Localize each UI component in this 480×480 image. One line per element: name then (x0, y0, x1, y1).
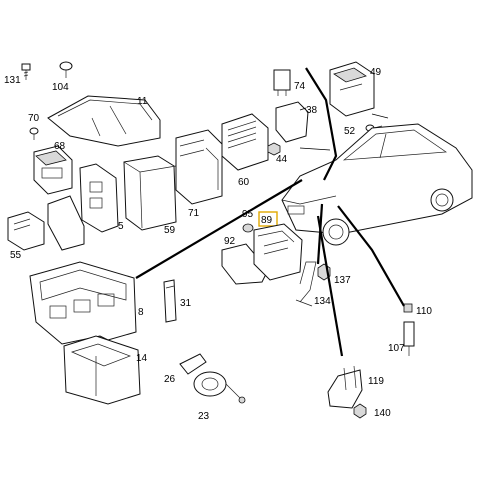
part-140-nut (353, 403, 367, 419)
label-38: 38 (306, 105, 318, 116)
part-107-sensor (403, 321, 415, 356)
part-95-grommet (242, 223, 254, 233)
label-11: 11 (137, 96, 148, 107)
part-70-screw (29, 127, 39, 140)
part-60-ecu (221, 113, 269, 171)
part-38-bracket (275, 101, 309, 143)
part-131-screw (21, 63, 31, 80)
label-92: 92 (224, 236, 236, 247)
label-89: 89 (261, 215, 273, 226)
label-140: 140 (374, 408, 391, 419)
label-31: 31 (180, 298, 192, 309)
callout-line-8 (135, 179, 303, 279)
label-74: 74 (294, 81, 306, 92)
label-44: 44 (276, 154, 288, 165)
part-74-relay (273, 69, 291, 96)
label-110: 110 (416, 306, 432, 317)
label-71: 71 (188, 208, 200, 219)
car-illustration (281, 123, 473, 246)
leader-49 (371, 113, 389, 119)
label-26: 26 (164, 374, 176, 385)
part-104-bolt (59, 61, 73, 78)
part-31-unit (163, 279, 177, 323)
part-92-bracket (221, 243, 269, 285)
part-110-clip (403, 303, 413, 313)
part-68-relay-module (33, 145, 73, 195)
label-107: 107 (388, 343, 405, 354)
label-5: 5 (118, 221, 124, 232)
label-52: 52 (344, 126, 356, 137)
label-131: 131 (4, 75, 21, 86)
label-134: 134 (314, 296, 331, 307)
part-14-lower-box (63, 335, 141, 405)
label-68: 68 (54, 141, 66, 152)
label-59: 59 (164, 225, 176, 236)
label-49: 49 (370, 67, 382, 78)
part-8-fusebox-tray (29, 261, 137, 345)
part-5-bracket (79, 163, 119, 233)
part-119-bracket (327, 365, 363, 409)
part-23-pump (193, 371, 246, 404)
leader-44 (299, 147, 331, 151)
part-134-bracket (295, 261, 317, 307)
label-23: 23 (198, 411, 210, 422)
label-95: 95 (242, 209, 254, 220)
label-104: 104 (52, 82, 69, 93)
label-119: 119 (368, 376, 384, 387)
part-55-module (7, 211, 45, 251)
part-26-hose (179, 353, 207, 375)
part-44-nut (267, 142, 281, 156)
part-flat-control-unit (47, 195, 85, 251)
label-60: 60 (238, 177, 250, 188)
highlight-box-89 (258, 211, 278, 227)
callout-line-74 (305, 67, 338, 181)
part-89-module (253, 223, 303, 281)
label-137: 137 (334, 275, 351, 286)
label-8: 8 (138, 307, 144, 318)
callout-line-119 (316, 215, 344, 357)
part-71-control-unit (175, 129, 223, 205)
part-11-fusebox-cover (47, 95, 161, 147)
part-49-control-unit (329, 61, 375, 117)
label-70: 70 (28, 113, 40, 124)
callout-line-110 (337, 205, 405, 307)
part-59-control-box (123, 155, 177, 231)
label-55: 55 (10, 250, 22, 261)
label-14: 14 (136, 353, 148, 364)
